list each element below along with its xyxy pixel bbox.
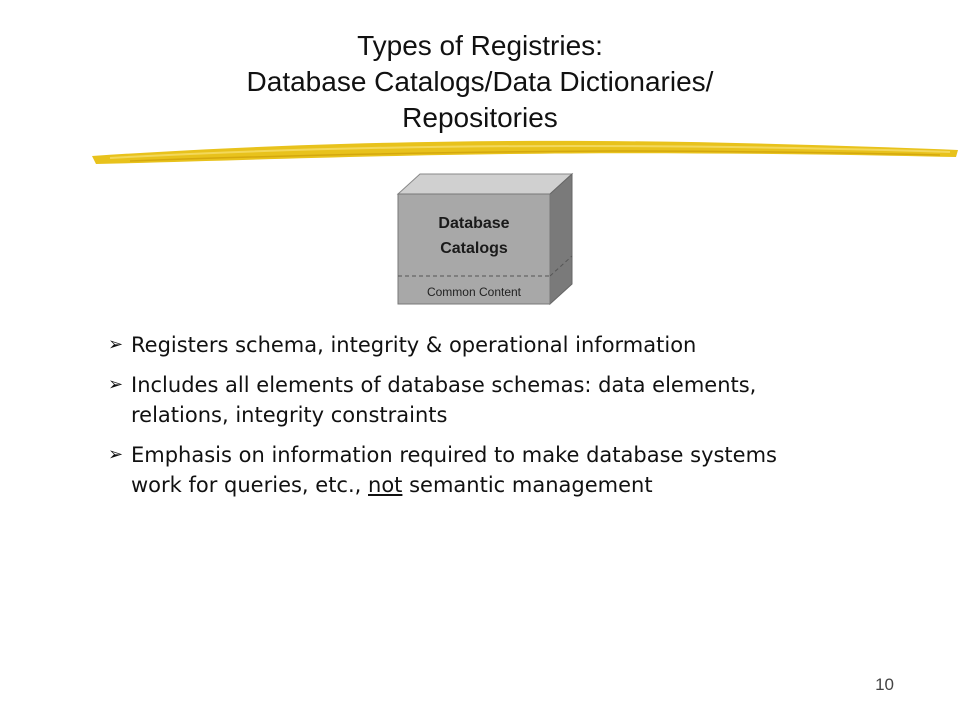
slide-title: Types of Registries: Database Catalogs/D…: [120, 28, 840, 136]
cube-title-line-2: Catalogs: [440, 240, 508, 257]
title-line-3: Repositories: [402, 102, 558, 133]
title-line-1: Types of Registries:: [357, 30, 603, 61]
bullet-text-line-1: Emphasis on information required to make…: [131, 443, 777, 467]
arrow-bullet-icon: ➢: [108, 374, 124, 395]
cube-footer-label: Common Content: [427, 285, 522, 299]
emphasis-not: not: [368, 473, 403, 497]
bullet-text-line-2: work for queries, etc.,: [131, 473, 369, 497]
bullet-text-line-2: relations, integrity constraints: [131, 403, 448, 427]
arrow-bullet-icon: ➢: [108, 334, 124, 355]
bullet-text: Registers schema, integrity & operationa…: [131, 333, 697, 357]
bullet-item: ➢ Registers schema, integrity & operatio…: [108, 330, 868, 360]
brush-stroke-divider: [92, 140, 958, 164]
bullet-text-line-1: Includes all elements of database schema…: [131, 373, 757, 397]
bullet-item: ➢ Emphasis on information required to ma…: [108, 440, 868, 500]
title-line-2: Database Catalogs/Data Dictionaries/: [246, 66, 714, 97]
cube-side-face: [549, 172, 573, 306]
bullet-list: ➢ Registers schema, integrity & operatio…: [108, 330, 868, 510]
cube-top-face: [396, 173, 574, 195]
page-number: 10: [875, 675, 894, 694]
bullet-text-line-2-end: semantic management: [402, 473, 653, 497]
database-catalogs-cube: Database Catalogs Common Content: [396, 172, 574, 306]
cube-title-line-1: Database: [438, 215, 509, 232]
bullet-item: ➢ Includes all elements of database sche…: [108, 370, 868, 430]
cube-front-face: [397, 193, 551, 305]
arrow-bullet-icon: ➢: [108, 444, 124, 465]
